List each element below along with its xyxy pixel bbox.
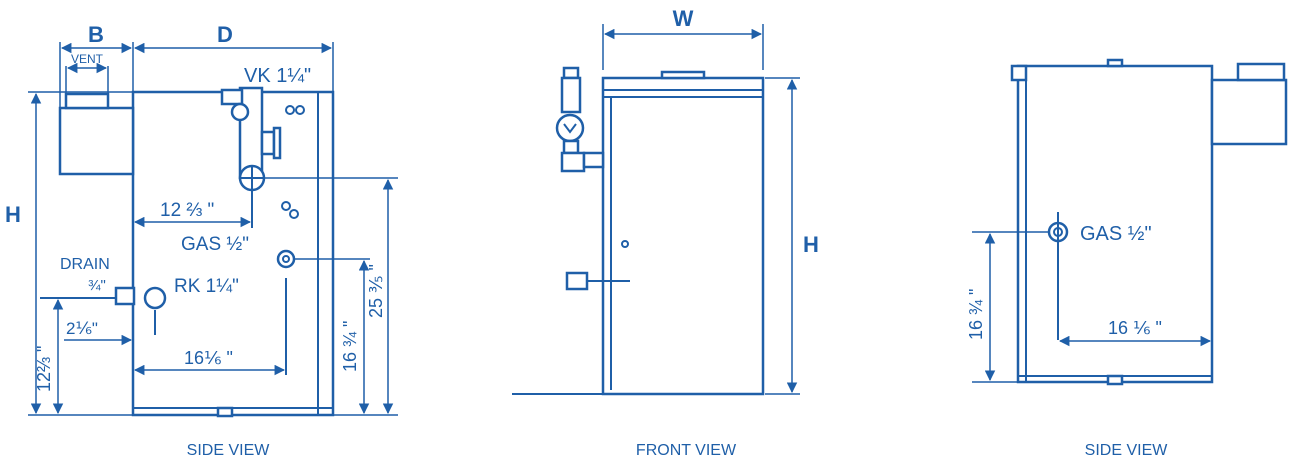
pipe-valve-flange xyxy=(272,126,282,160)
label-b: B xyxy=(88,22,104,47)
vk-elbow xyxy=(230,102,250,122)
sensor-port-2 xyxy=(295,105,305,115)
label-h-front: H xyxy=(803,232,819,257)
base-foot xyxy=(216,406,234,418)
right-side-view: GAS ½" 16 ⅙ " 16 ¾ " SIDE VIEW xyxy=(966,58,1288,459)
label-d: D xyxy=(217,22,233,47)
pipe-valve xyxy=(260,130,276,156)
caption-front-view: FRONT VIEW xyxy=(636,442,737,459)
front-pipe-upper xyxy=(560,76,582,114)
sensor-port-1 xyxy=(285,105,295,115)
front-door-knob xyxy=(621,240,629,248)
label-vk: VK 1¼" xyxy=(244,65,311,87)
caption-right-side-view: SIDE VIEW xyxy=(1085,442,1169,459)
front-cabinet-outline xyxy=(601,76,765,396)
label-w: W xyxy=(673,6,694,31)
label-rk: RK 1¼" xyxy=(174,276,239,297)
caption-left-side-view: SIDE VIEW xyxy=(187,442,271,459)
label-gas-left: GAS ½" xyxy=(181,234,249,255)
sensor-port-3 xyxy=(281,201,291,211)
right-vent-box xyxy=(1210,78,1288,146)
label-12-2-3-v: 12⅔ " xyxy=(34,346,54,392)
drain-valve xyxy=(114,286,136,306)
vent-box xyxy=(58,106,135,176)
front-pipe-inlet xyxy=(582,151,605,169)
label-16-3-4-right: 16 ¾ " xyxy=(966,289,986,340)
front-top-flue xyxy=(660,70,706,80)
vent-collar xyxy=(64,92,110,110)
left-side-view: B D VENT H VK 1¼" GAS ½" DRAIN ¾" RK 1¼"… xyxy=(5,22,398,459)
label-gas-right: GAS ½" xyxy=(1080,223,1152,245)
pressure-gauge xyxy=(555,113,585,143)
vk-fitting xyxy=(220,88,244,106)
gas-connection-inner xyxy=(282,255,290,263)
label-vent: VENT xyxy=(71,52,104,66)
right-top-lip xyxy=(1010,64,1028,82)
right-top-flue xyxy=(1106,58,1124,68)
right-base-foot xyxy=(1106,374,1124,386)
label-25-3-5: 25 ⅗ " xyxy=(366,264,386,318)
front-view: W H FRONT VIEW xyxy=(512,6,819,459)
gas-connection xyxy=(276,249,296,269)
right-cabinet-outline xyxy=(1016,64,1214,384)
label-16-1-6-left: 16⅙ " xyxy=(184,348,233,368)
supply-pipe xyxy=(238,86,264,180)
front-elbow xyxy=(560,151,586,173)
label-drain-size: ¾" xyxy=(88,277,106,294)
label-16-1-6-right: 16 ⅙ " xyxy=(1108,318,1162,338)
label-16-3-4-left: 16 ¾ " xyxy=(340,321,360,372)
cabinet-outline xyxy=(131,90,335,417)
label-drain: DRAIN xyxy=(60,256,110,273)
gauge-needle xyxy=(563,123,577,134)
front-pipe-lower xyxy=(562,139,580,155)
return-connection xyxy=(143,286,167,310)
sensor-port-4 xyxy=(289,209,299,219)
right-vent-collar xyxy=(1236,62,1286,82)
label-h-left: H xyxy=(5,202,21,227)
front-lower-valve xyxy=(565,271,589,291)
label-12-2-3-h: 12 ⅔ " xyxy=(160,200,214,221)
front-pipe-cap xyxy=(562,66,580,80)
label-2-1-6: 2⅙" xyxy=(66,319,98,338)
